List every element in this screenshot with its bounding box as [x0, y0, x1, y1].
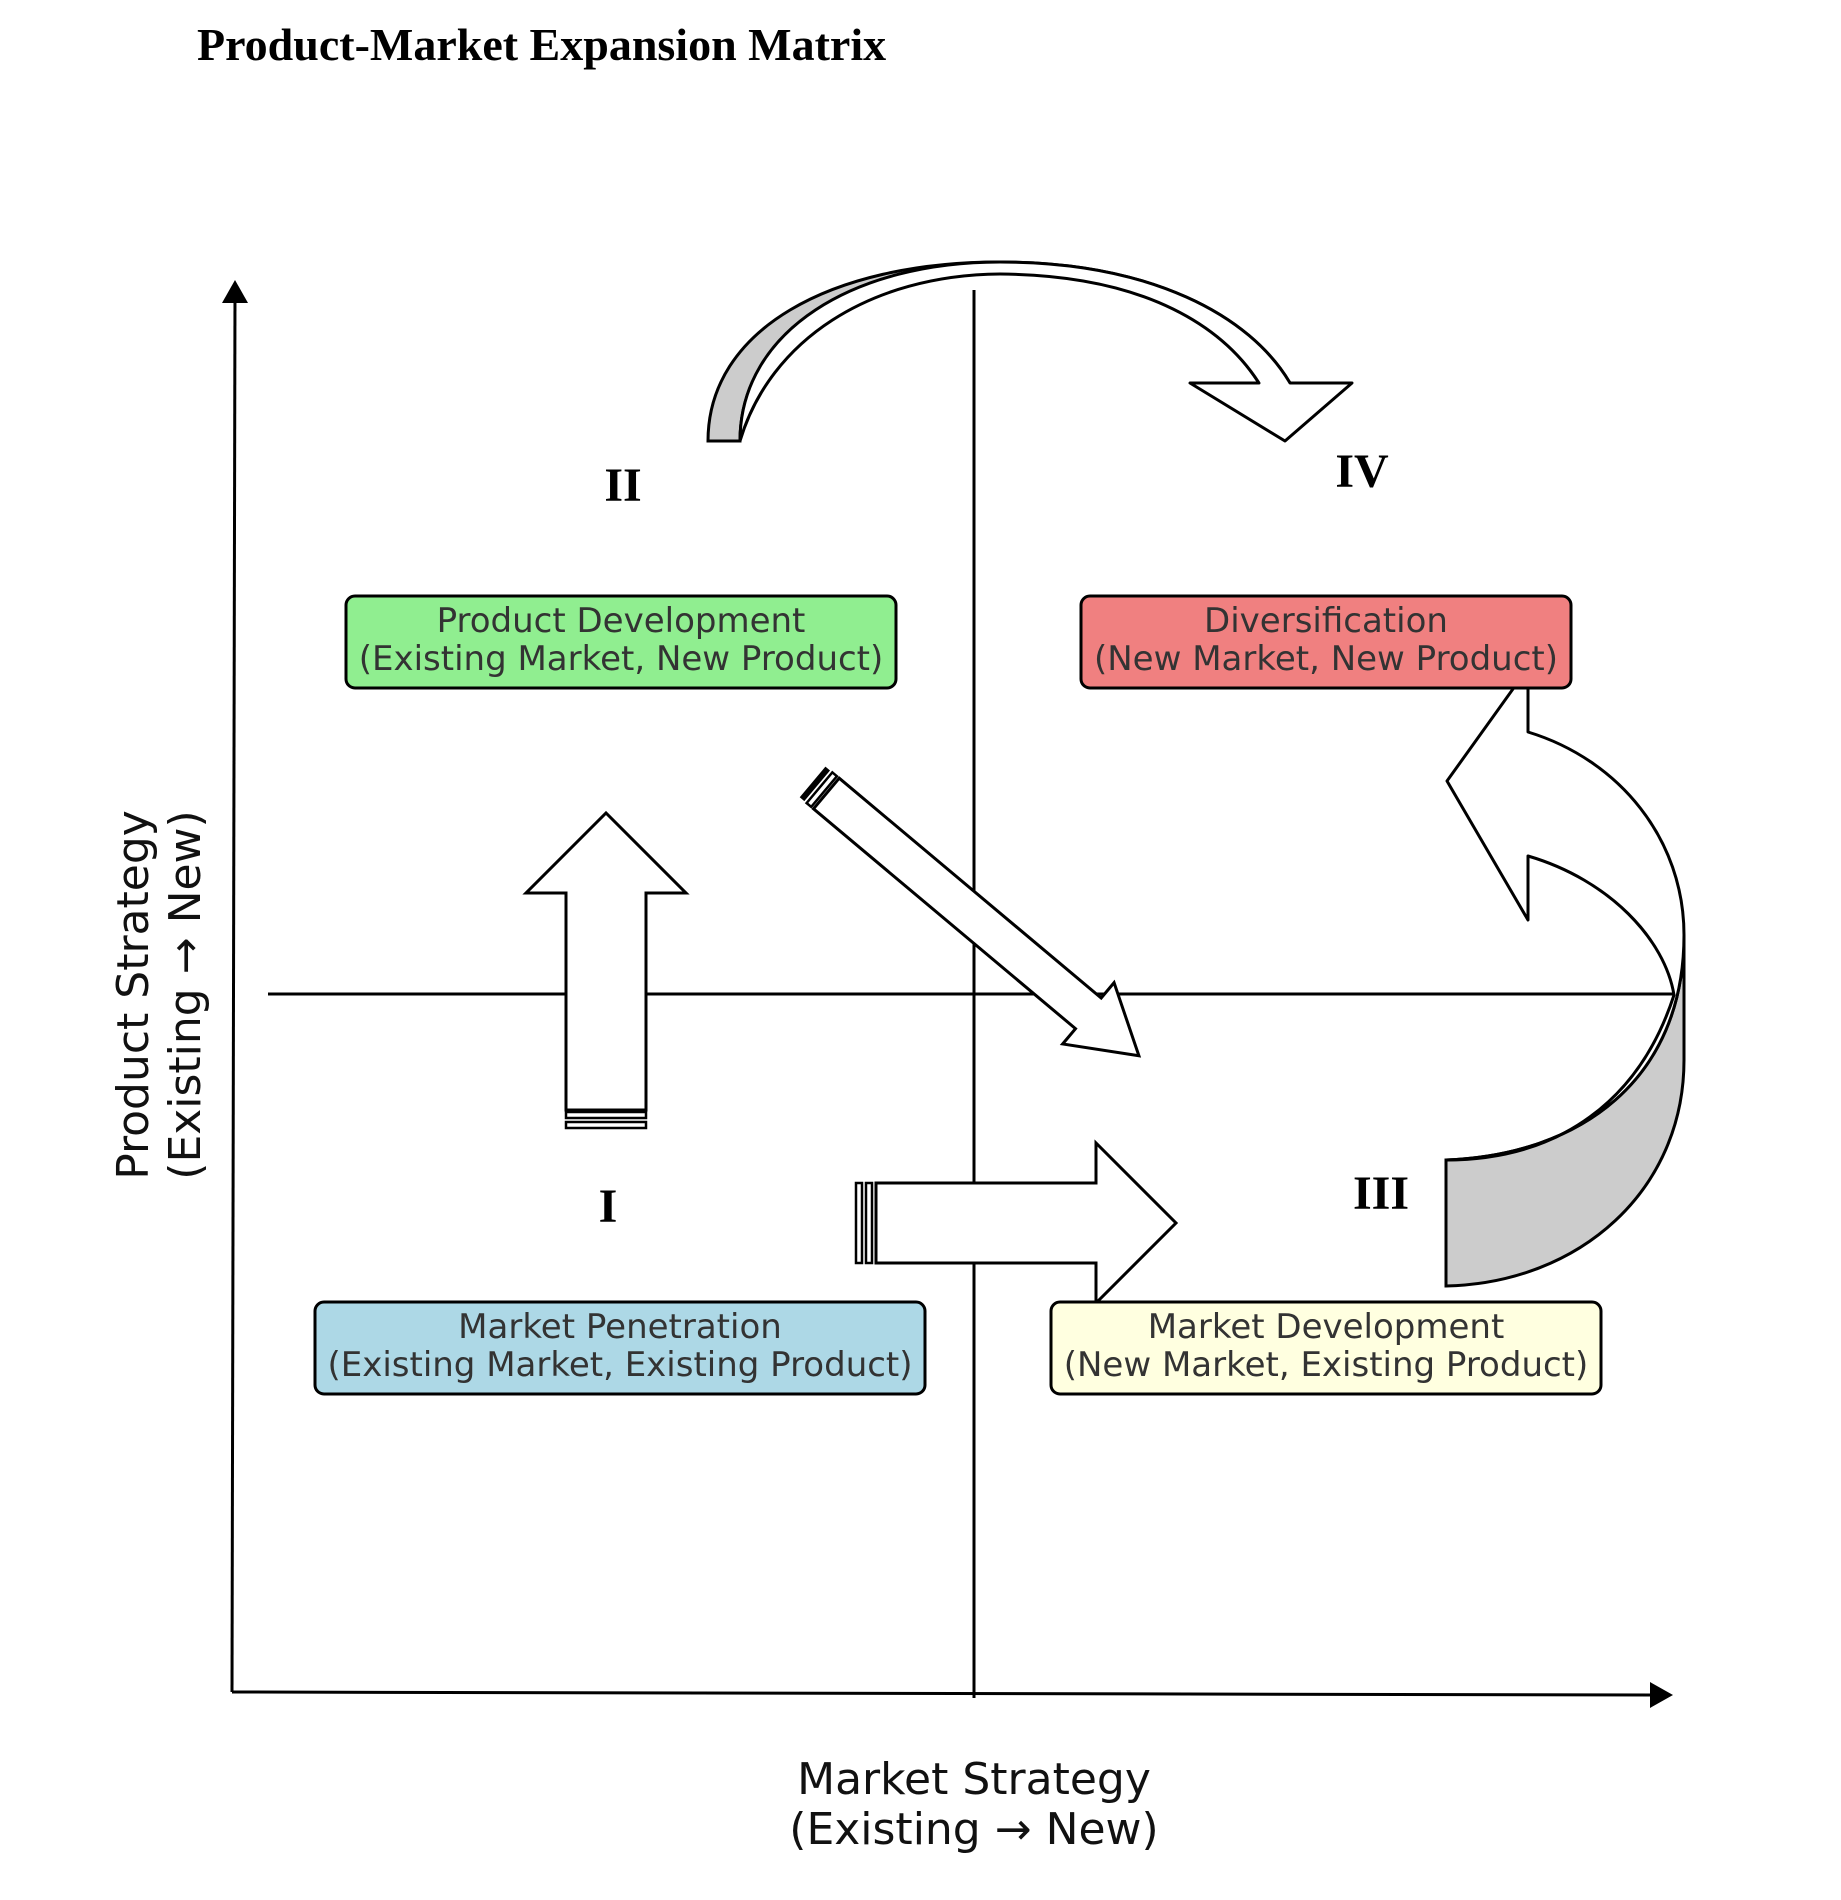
- x-axis-arrowhead-icon: [1650, 1682, 1673, 1708]
- quadrant-numeral-i: I: [599, 1180, 618, 1233]
- quadrant-box-market-development: Market Development (New Market, Existing…: [1049, 1300, 1603, 1396]
- quadrant-numeral-iii: III: [1353, 1167, 1409, 1220]
- box-subtitle: (New Market, Existing Product): [1064, 1345, 1589, 1385]
- arrow-i-to-iii: [854, 1139, 1179, 1307]
- quadrant-box-diversification: Diversification (New Market, New Product…: [1079, 594, 1573, 690]
- quadrant-numeral-ii: II: [604, 459, 641, 512]
- y-axis: [230, 289, 237, 1693]
- quadrant-box-market-penetration: Market Penetration (Existing Market, Exi…: [313, 1300, 927, 1396]
- x-axis-label-line2: (Existing → New): [789, 1804, 1158, 1855]
- x-axis-label-line1: Market Strategy: [797, 1754, 1151, 1805]
- y-axis-label-line2: (Existing → New): [160, 810, 211, 1179]
- box-title: Product Development: [437, 601, 806, 641]
- arrow-i-to-ii: [522, 810, 690, 1130]
- y-axis-arrowhead-icon: [222, 280, 248, 303]
- curved-arrow-iii-to-iv: [1444, 666, 1686, 1288]
- quadrant-numeral-iv: IV: [1335, 445, 1389, 498]
- quadrant-box-product-development: Product Development (Existing Market, Ne…: [344, 594, 898, 690]
- box-title: Market Penetration: [458, 1307, 782, 1347]
- box-subtitle: (Existing Market, New Product): [359, 639, 884, 679]
- diagram-title: Product-Market Expansion Matrix: [197, 19, 887, 70]
- box-title: Diversification: [1204, 601, 1448, 641]
- x-axis: [231, 1690, 1656, 1697]
- box-subtitle: (New Market, New Product): [1094, 639, 1558, 679]
- curved-arrow-ii-to-iv: [706, 260, 1354, 443]
- box-subtitle: (Existing Market, Existing Product): [327, 1345, 912, 1385]
- arrow-ii-to-iii: [799, 766, 1142, 1058]
- y-axis-label-line1: Product Strategy: [108, 810, 159, 1180]
- box-title: Market Development: [1148, 1307, 1505, 1347]
